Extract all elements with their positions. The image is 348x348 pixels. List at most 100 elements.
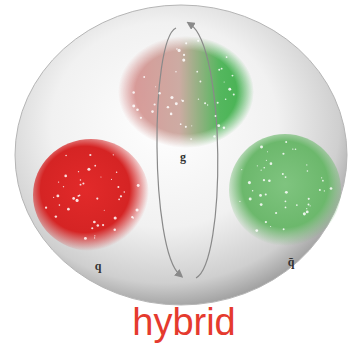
sparkle xyxy=(270,162,273,165)
sparkle xyxy=(296,204,298,206)
sparkle xyxy=(176,48,178,50)
sparkle xyxy=(306,208,307,209)
sparkle xyxy=(204,102,206,104)
sparkle xyxy=(80,184,82,186)
sparkle xyxy=(82,182,84,184)
sparkle xyxy=(45,207,47,209)
sparkle xyxy=(248,181,251,184)
sparkle xyxy=(94,235,95,236)
sparkle xyxy=(306,211,309,214)
sparkle xyxy=(94,165,96,167)
sparkle xyxy=(224,82,225,83)
sparkle xyxy=(282,153,284,155)
sparkle xyxy=(117,186,119,188)
particle-label: q̄ xyxy=(288,256,295,268)
sparkle xyxy=(182,59,185,62)
sparkle xyxy=(199,81,201,83)
sparkle xyxy=(136,109,139,112)
sparkle xyxy=(178,49,181,52)
sparkle xyxy=(321,177,322,178)
sparkle xyxy=(283,228,285,230)
sparkle xyxy=(97,224,100,227)
sparkle xyxy=(232,75,234,77)
sparkle xyxy=(132,217,134,219)
particle-label: g xyxy=(180,151,186,163)
sparkle xyxy=(136,208,139,211)
sparkle xyxy=(116,171,118,173)
sparkle xyxy=(183,54,185,56)
sparkle xyxy=(181,99,182,100)
hadron-sphere xyxy=(15,5,347,305)
sparkle xyxy=(263,179,265,181)
quark-blob xyxy=(33,139,149,251)
sparkle xyxy=(255,229,258,232)
sparkle xyxy=(266,160,267,161)
sparkle xyxy=(185,42,187,44)
sparkle xyxy=(53,197,54,198)
sparkle xyxy=(100,176,101,177)
sparkle xyxy=(196,71,198,73)
sparkle xyxy=(56,194,59,197)
sparkle xyxy=(292,148,293,149)
particle-label: q xyxy=(95,260,102,272)
sparkle xyxy=(241,169,242,170)
sparkle xyxy=(252,190,253,191)
orbit-arrow xyxy=(190,24,218,278)
sparkle xyxy=(89,154,91,156)
sparkle xyxy=(233,94,235,96)
sparkle xyxy=(285,200,287,202)
sparkle xyxy=(96,197,98,199)
sparkle xyxy=(80,179,81,180)
sparkle xyxy=(226,56,228,58)
sparkle xyxy=(218,69,220,71)
sparkle xyxy=(263,167,265,169)
sparkle xyxy=(94,237,95,238)
sparkle xyxy=(260,203,263,206)
sparkle xyxy=(137,184,140,187)
antiquark-blob xyxy=(229,134,341,246)
sparkle xyxy=(63,186,64,187)
sparkle xyxy=(102,224,104,226)
sparkle xyxy=(230,89,231,90)
sparkle xyxy=(185,126,187,128)
sparkle xyxy=(267,151,268,152)
sparkle xyxy=(259,194,262,197)
sparkle xyxy=(295,148,297,150)
sparkle xyxy=(223,127,225,129)
sparkle xyxy=(275,212,277,214)
sparkle xyxy=(155,86,156,87)
sparkle xyxy=(306,164,307,165)
sparkle xyxy=(104,210,105,211)
sparkle xyxy=(239,201,240,202)
sparkle xyxy=(285,141,287,143)
sparkle xyxy=(140,117,142,119)
sparkle xyxy=(330,187,333,190)
sparkle xyxy=(132,104,135,107)
sparkle xyxy=(268,179,271,182)
sparkle xyxy=(225,98,227,100)
sparkle xyxy=(307,170,309,172)
sparkle xyxy=(190,138,192,140)
sparkle xyxy=(249,197,252,200)
sparkle xyxy=(78,171,79,172)
sparkle xyxy=(113,154,114,155)
sparkle xyxy=(260,146,263,149)
sparkle xyxy=(217,124,220,127)
orbit-arrow xyxy=(157,28,180,275)
sparkle xyxy=(111,179,112,180)
sparkle xyxy=(191,125,192,126)
sparkle xyxy=(58,181,59,182)
sparkle xyxy=(214,115,216,117)
sparkle xyxy=(131,216,133,218)
sparkle xyxy=(91,227,93,229)
sparkle xyxy=(285,207,287,209)
sparkle xyxy=(120,195,122,197)
sparkle xyxy=(217,102,219,104)
sparkle xyxy=(93,221,96,224)
sparkle xyxy=(310,205,311,206)
sparkle xyxy=(265,221,267,223)
sparkle xyxy=(64,175,67,178)
sparkle xyxy=(151,110,154,113)
